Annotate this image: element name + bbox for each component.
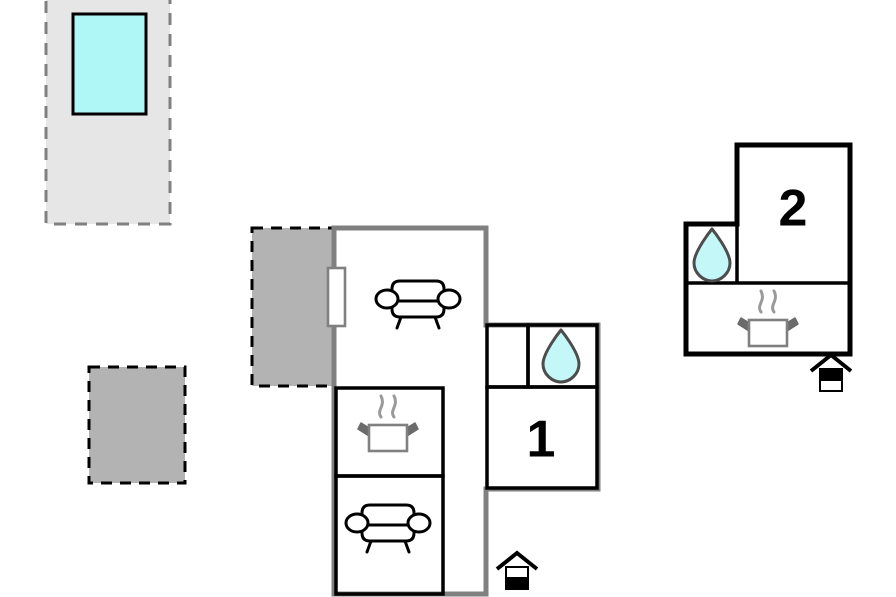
room-number-2: 2 [779,180,808,238]
room-living-south [334,474,445,596]
entrance-icon-building-1 [495,551,539,591]
building-2-partitions [686,224,850,285]
pool-water [71,12,148,116]
pool-area [44,0,172,226]
building-1-east-wing-fill [486,325,598,489]
room-1 [485,385,599,490]
building-1: 1 [250,225,601,597]
room-number-1: 1 [527,411,556,469]
building-1-partitions [334,323,599,596]
terrace-north [250,226,336,388]
building-2: 2 [683,142,853,393]
entrance-icon-building-2 [809,353,853,393]
terrace-south [87,365,187,485]
door-icon-main-west [326,266,347,328]
